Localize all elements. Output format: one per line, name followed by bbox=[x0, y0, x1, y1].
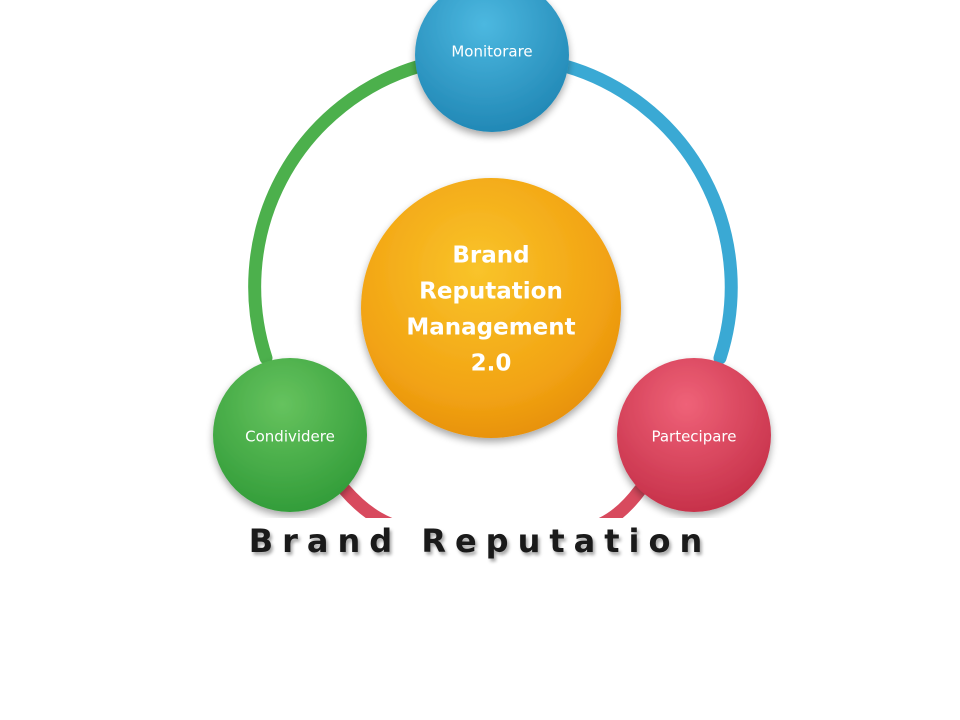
node-condividere-label: Condividere bbox=[245, 428, 335, 446]
node-monitorare-circle bbox=[415, 0, 569, 132]
ring-arc-red bbox=[338, 483, 647, 518]
caption-title: Brand Reputation bbox=[248, 522, 712, 560]
node-partecipare-circle bbox=[617, 358, 771, 512]
ring-arc-blue bbox=[558, 59, 738, 365]
node-monitorare-label: Monitorare bbox=[451, 43, 532, 61]
center-title-line-3: Management bbox=[406, 315, 575, 341]
center-circle bbox=[361, 178, 621, 438]
node-partecipare-label: Partecipare bbox=[651, 428, 736, 446]
center-title-line-4: 2.0 bbox=[471, 351, 512, 377]
center-title-line-2: Reputation bbox=[419, 279, 563, 305]
ring-arc-green bbox=[248, 59, 427, 365]
node-condividere-circle bbox=[213, 358, 367, 512]
center-title-line-1: Brand bbox=[452, 243, 529, 269]
